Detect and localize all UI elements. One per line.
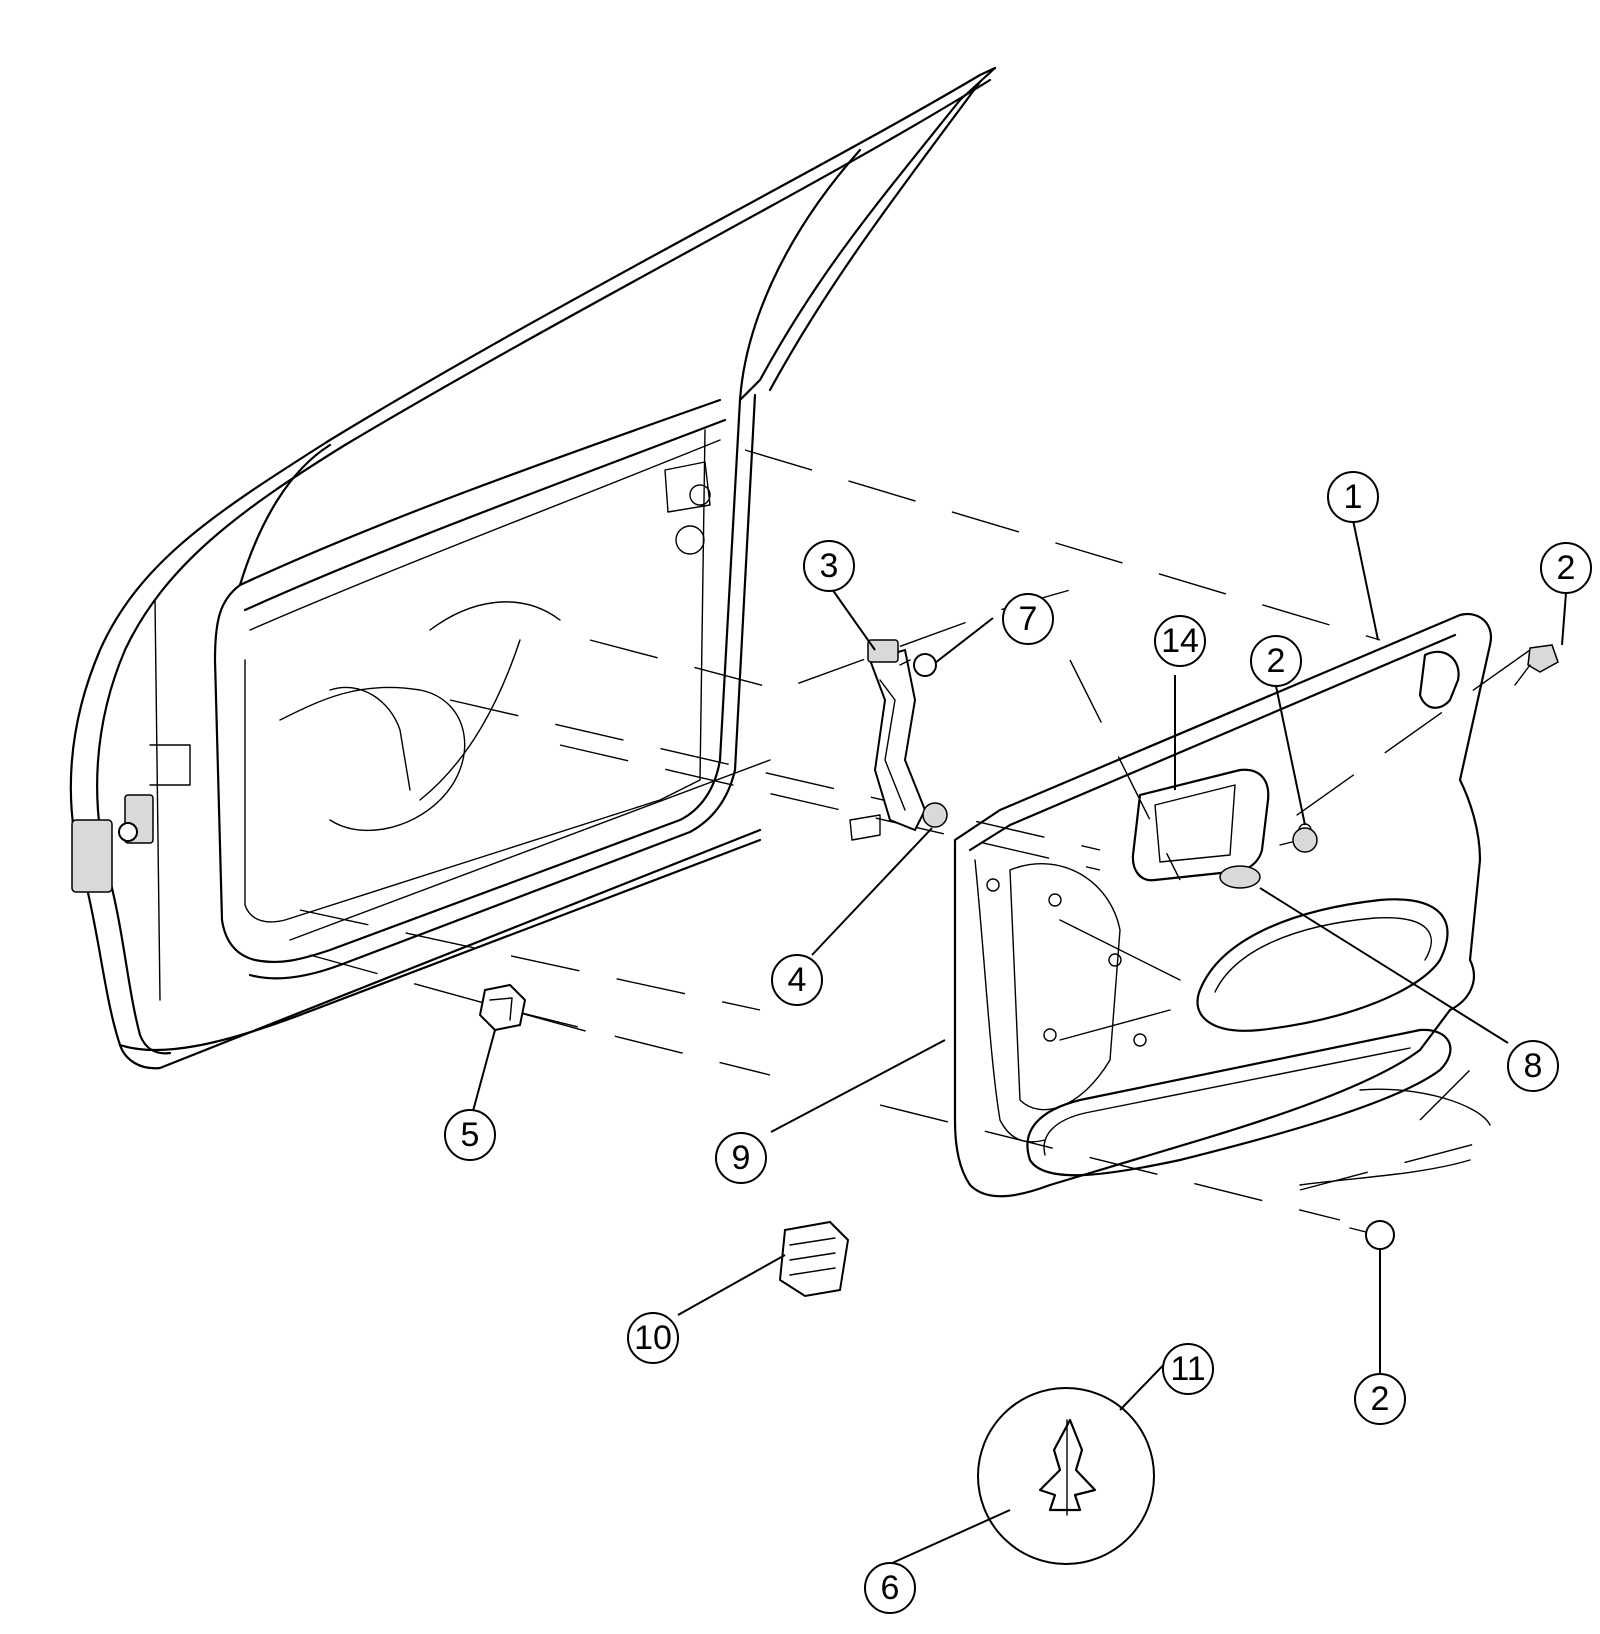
callout-2-middle: 2 [1250,635,1302,687]
callout-2-middle-label: 2 [1267,642,1286,680]
leader-lines [472,519,1567,1565]
door-trim-panel [953,612,1493,1198]
callout-3: 3 [803,540,855,592]
callout-2-top-right-label: 2 [1557,549,1576,587]
callout-8-label: 8 [1524,1047,1543,1085]
callout-6: 6 [864,1562,916,1614]
nut-4 [922,802,948,828]
screw-2-upper [1514,644,1559,686]
callout-4: 4 [771,954,823,1006]
callout-11: 11 [1162,1343,1214,1395]
callout-2-bottom: 2 [1354,1373,1406,1425]
clip-5 [478,983,527,1032]
callout-3-label: 3 [820,547,839,585]
callout-4-label: 4 [788,961,807,999]
callout-1: 1 [1327,471,1379,523]
callout-14-label: 14 [1161,622,1199,660]
callout-9: 9 [715,1132,767,1184]
callout-10: 10 [627,1312,679,1364]
screw-2-lower [1349,1220,1395,1250]
push-pin-7 [899,653,937,677]
bracket-part [849,639,927,841]
callout-9-label: 9 [732,1139,751,1177]
callout-5-label: 5 [461,1116,480,1154]
callout-6-label: 6 [881,1569,900,1607]
callout-2-bottom-label: 2 [1371,1380,1390,1418]
screw-2-middle [1279,827,1318,853]
callout-2-top-right: 2 [1540,542,1592,594]
door-shell [69,66,997,1070]
detail-circle-11 [977,1387,1155,1565]
callout-7-label: 7 [1019,600,1038,638]
alignment-lines [299,449,1531,1221]
callout-10-label: 10 [634,1319,672,1357]
callout-1-label: 1 [1344,478,1363,516]
callout-5: 5 [444,1109,496,1161]
callout-14: 14 [1154,615,1206,667]
callout-8: 8 [1507,1040,1559,1092]
clip-10 [778,1220,850,1298]
callout-7: 7 [1002,593,1054,645]
callout-11-label: 11 [1170,1350,1205,1388]
